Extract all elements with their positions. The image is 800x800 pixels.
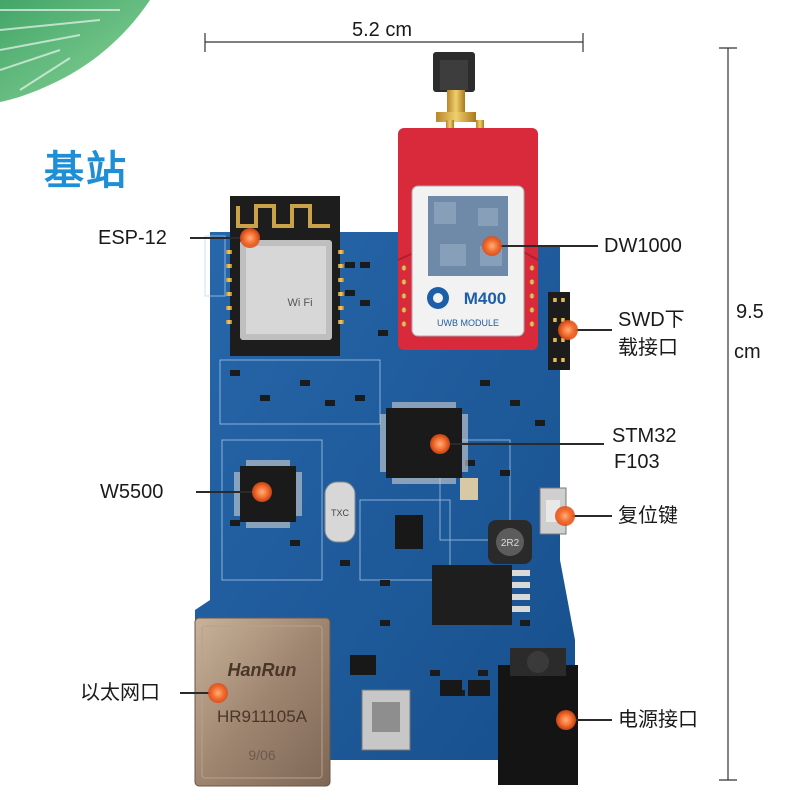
crystal-marking: TXC bbox=[331, 508, 350, 518]
module-caption: UWB MODULE bbox=[437, 318, 499, 328]
label-w5500: W5500 bbox=[100, 481, 164, 503]
rj45-part: HR911105A bbox=[217, 707, 308, 726]
label-swd-line2: 载接口 bbox=[618, 337, 678, 359]
callout-dot-swd bbox=[558, 320, 578, 340]
label-swd-line1: SWD下 bbox=[618, 309, 685, 331]
callout-dots bbox=[208, 228, 578, 730]
label-ethernet: 以太网口 bbox=[80, 682, 160, 704]
inductor-marking: 2R2 bbox=[501, 538, 520, 549]
callout-dot-power bbox=[556, 710, 576, 730]
label-stm32-line2: F103 bbox=[614, 451, 660, 473]
rj45-date: 9/06 bbox=[248, 747, 275, 763]
esp12-module: Wi Fi bbox=[226, 196, 344, 356]
label-reset: 复位键 bbox=[618, 505, 678, 527]
rj45-brand: HanRun bbox=[228, 660, 297, 680]
callout-dot-stm32 bbox=[430, 434, 450, 454]
leaf-icon bbox=[0, 0, 150, 102]
dw1000-module: M400 UWB MODULE bbox=[397, 128, 539, 350]
height-dimension-line bbox=[719, 47, 737, 781]
callout-dot-esp12 bbox=[240, 228, 260, 248]
usb-port-component bbox=[361, 689, 411, 751]
width-dimension-line bbox=[204, 33, 584, 52]
wifi-marking: Wi Fi bbox=[287, 297, 312, 309]
page-title: 基站 bbox=[44, 149, 128, 193]
height-dimension-value: 9.5 bbox=[736, 301, 764, 323]
label-power: 电源接口 bbox=[618, 709, 698, 731]
label-esp12: ESP-12 bbox=[98, 227, 167, 249]
callout-dot-w5500 bbox=[252, 482, 272, 502]
module-brand: M400 bbox=[464, 289, 507, 308]
height-dimension-unit: cm bbox=[734, 341, 761, 363]
callout-dot-ethernet bbox=[208, 683, 228, 703]
width-dimension-label: 5.2 cm bbox=[352, 19, 413, 41]
callout-dot-reset bbox=[555, 506, 575, 526]
rj45-connector: HanRun HR911105A 9/06 bbox=[194, 617, 331, 787]
label-stm32-line1: STM32 bbox=[612, 425, 677, 447]
callout-dot-dw1000 bbox=[482, 236, 502, 256]
label-dw1000: DW1000 bbox=[604, 235, 682, 257]
